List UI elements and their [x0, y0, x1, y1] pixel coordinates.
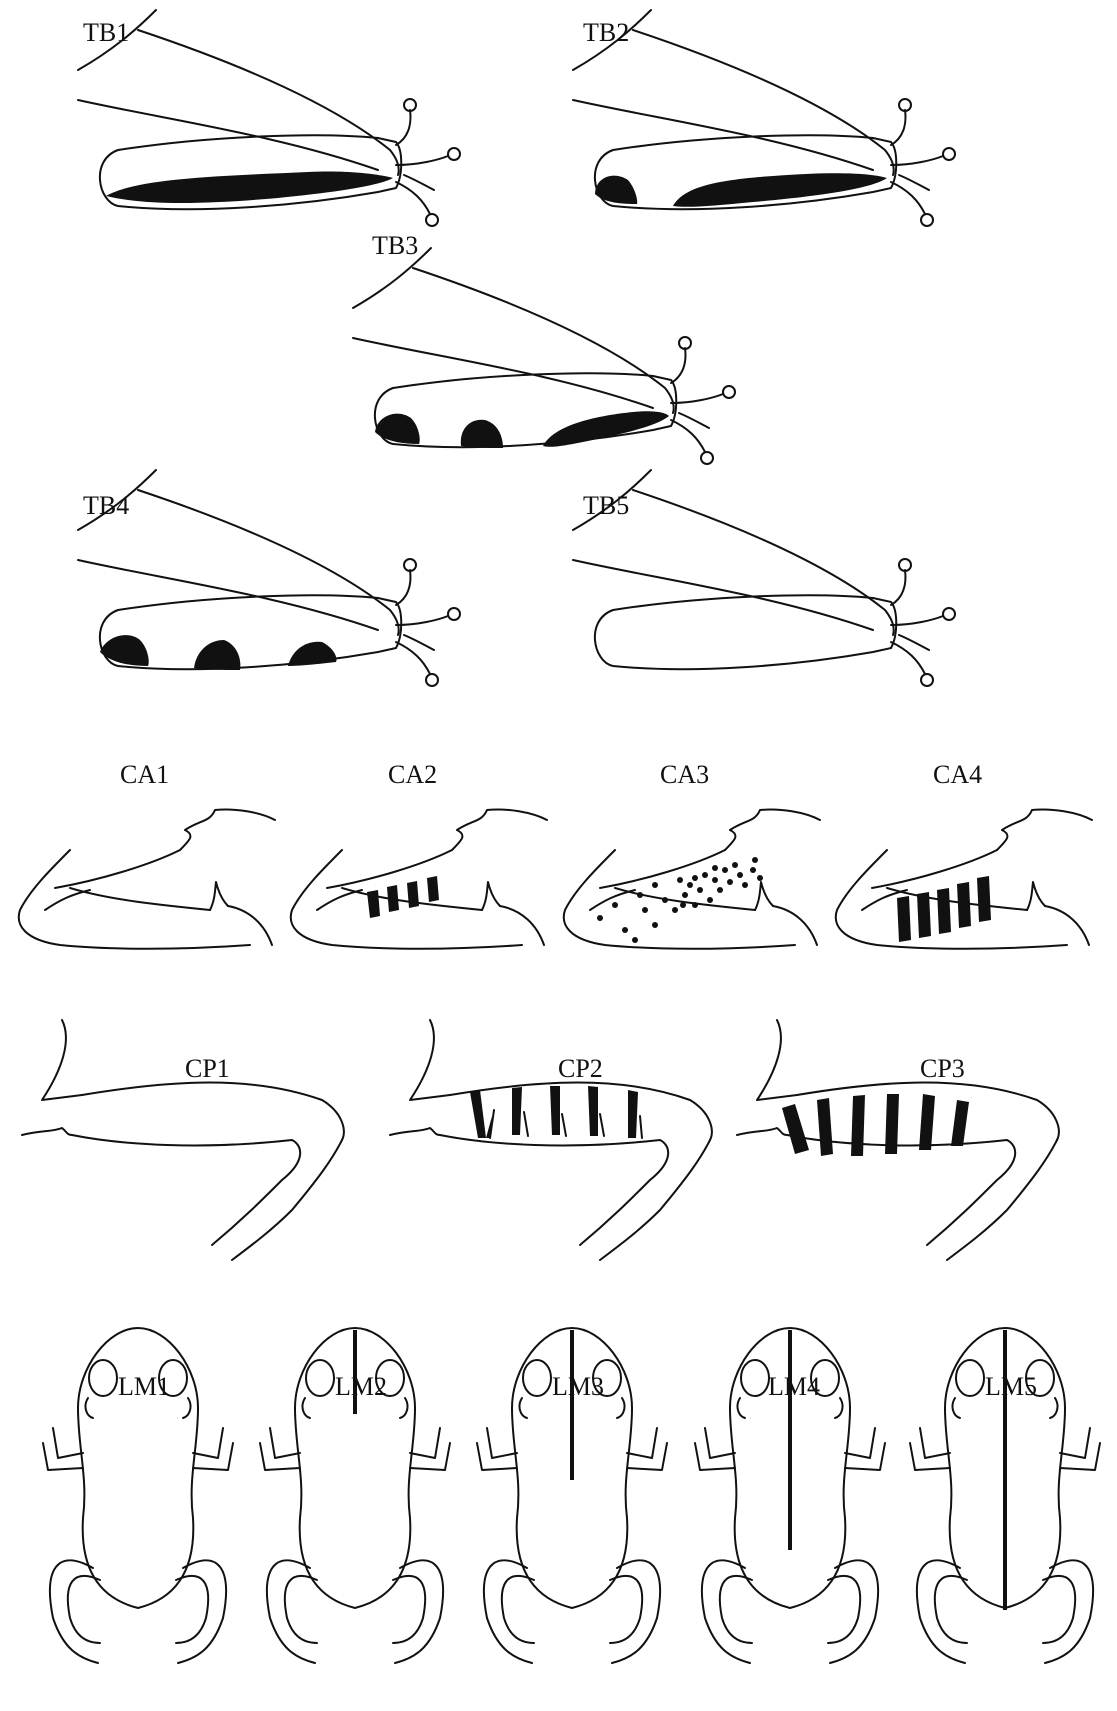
tb3-drawing — [353, 248, 735, 464]
label-lm1: LM1 — [118, 1372, 170, 1401]
label-tb2: TB2 — [583, 18, 629, 47]
label-tb3: TB3 — [372, 231, 418, 260]
label-cp2: CP2 — [558, 1054, 603, 1083]
label-cp3: CP3 — [920, 1054, 965, 1083]
label-lm4: LM4 — [768, 1372, 820, 1401]
label-ca1: CA1 — [120, 760, 169, 789]
ca1-drawing — [19, 809, 275, 948]
tb2-drawing — [573, 10, 955, 226]
cp2-drawing — [390, 1020, 712, 1260]
ca4-drawing — [836, 809, 1092, 948]
label-lm5: LM5 — [985, 1372, 1037, 1401]
cp3-drawing — [737, 1020, 1059, 1260]
label-lm3: LM3 — [552, 1372, 604, 1401]
label-lm2: LM2 — [335, 1372, 387, 1401]
label-ca3: CA3 — [660, 760, 709, 789]
tb5-drawing — [573, 470, 955, 686]
ca2-drawing — [291, 809, 547, 948]
label-tb4: TB4 — [83, 491, 129, 520]
label-tb5: TB5 — [583, 491, 629, 520]
label-cp1: CP1 — [185, 1054, 230, 1083]
label-tb1: TB1 — [83, 18, 129, 47]
tb1-drawing — [78, 10, 460, 226]
label-ca4: CA4 — [933, 760, 982, 789]
tb4-drawing — [78, 470, 460, 686]
ca3-drawing — [564, 809, 820, 948]
label-ca2: CA2 — [388, 760, 437, 789]
cp1-drawing — [22, 1020, 344, 1260]
